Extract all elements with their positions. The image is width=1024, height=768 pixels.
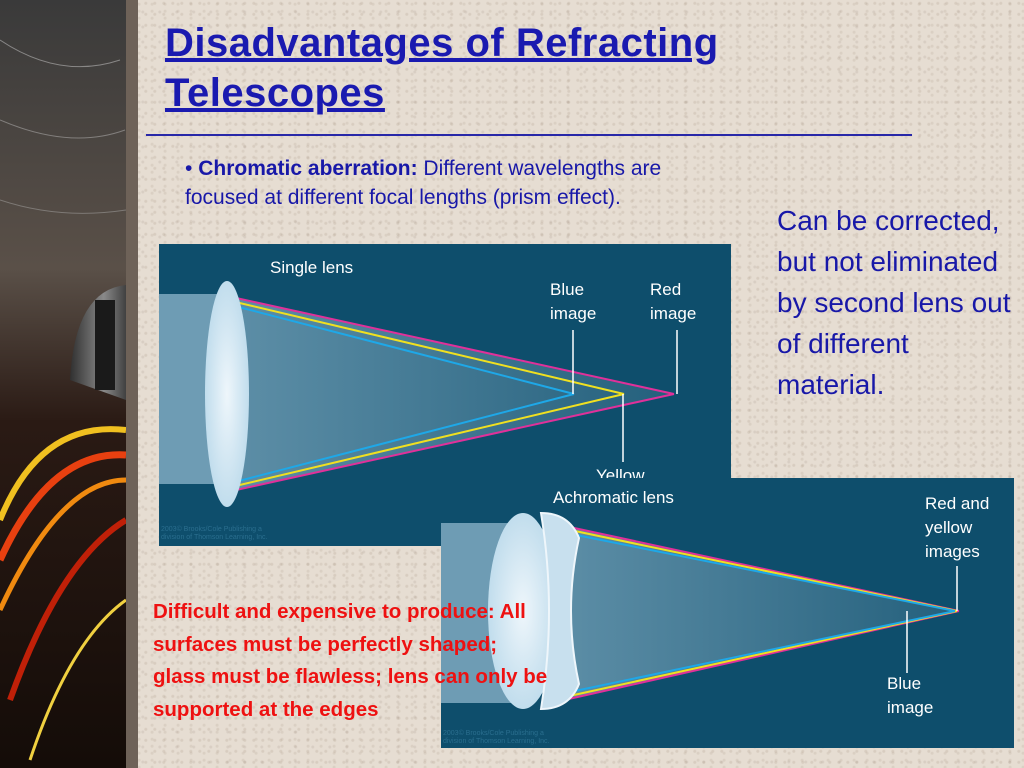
achromatic-lens-diagram xyxy=(441,511,960,711)
blue-image-label: Blue image xyxy=(550,280,597,323)
single-lens-diagram xyxy=(159,281,678,507)
converging-beam xyxy=(551,523,959,703)
decorative-photo-strip xyxy=(0,0,138,768)
single-lens-title: Single lens xyxy=(270,258,354,277)
red-image-label: Red image xyxy=(650,280,697,323)
blue-ray-top xyxy=(226,303,575,395)
red-ray-bottom xyxy=(226,393,675,493)
converging-beam xyxy=(227,296,674,492)
side-note: Can be corrected, but not eliminated by … xyxy=(777,205,1011,400)
blue-ray-top xyxy=(550,529,956,612)
bullet-marker: • xyxy=(185,157,193,180)
achromatic-lens-title: Achromatic lens xyxy=(553,488,674,507)
figure-credit: 2003© Brooks/Cole Publishing a division … xyxy=(161,526,268,541)
yellow-ray-top xyxy=(226,299,625,395)
bullet-chromatic-aberration: • Chromatic aberration: Different wavele… xyxy=(185,154,740,212)
single-lens xyxy=(205,281,249,507)
red-yellow-images-label: Red and yellow images xyxy=(925,494,990,561)
blue-ray-bottom xyxy=(550,610,956,697)
red-ray-top xyxy=(226,295,675,395)
blue-image-label: Blue image xyxy=(887,674,934,717)
figure-achromatic-lens: Achromatic lens Red and yellow images Bl… xyxy=(441,478,1014,748)
title-divider xyxy=(146,134,912,136)
slide-title: Disadvantages of Refracting Telescopes xyxy=(165,21,719,115)
yellow-ray-bottom xyxy=(226,393,625,489)
bullet-term: Chromatic aberration: xyxy=(198,157,418,180)
blue-ray-bottom xyxy=(226,393,575,485)
converging-lens-element xyxy=(488,513,558,709)
diverging-lens-element xyxy=(539,511,581,711)
figure-credit: 2003© Brooks/Cole Publishing a division … xyxy=(443,730,550,745)
difficulty-note: Difficult and expensive to produce: All … xyxy=(153,600,548,721)
bullet-text: Different wavelengths are focused at dif… xyxy=(185,157,662,209)
